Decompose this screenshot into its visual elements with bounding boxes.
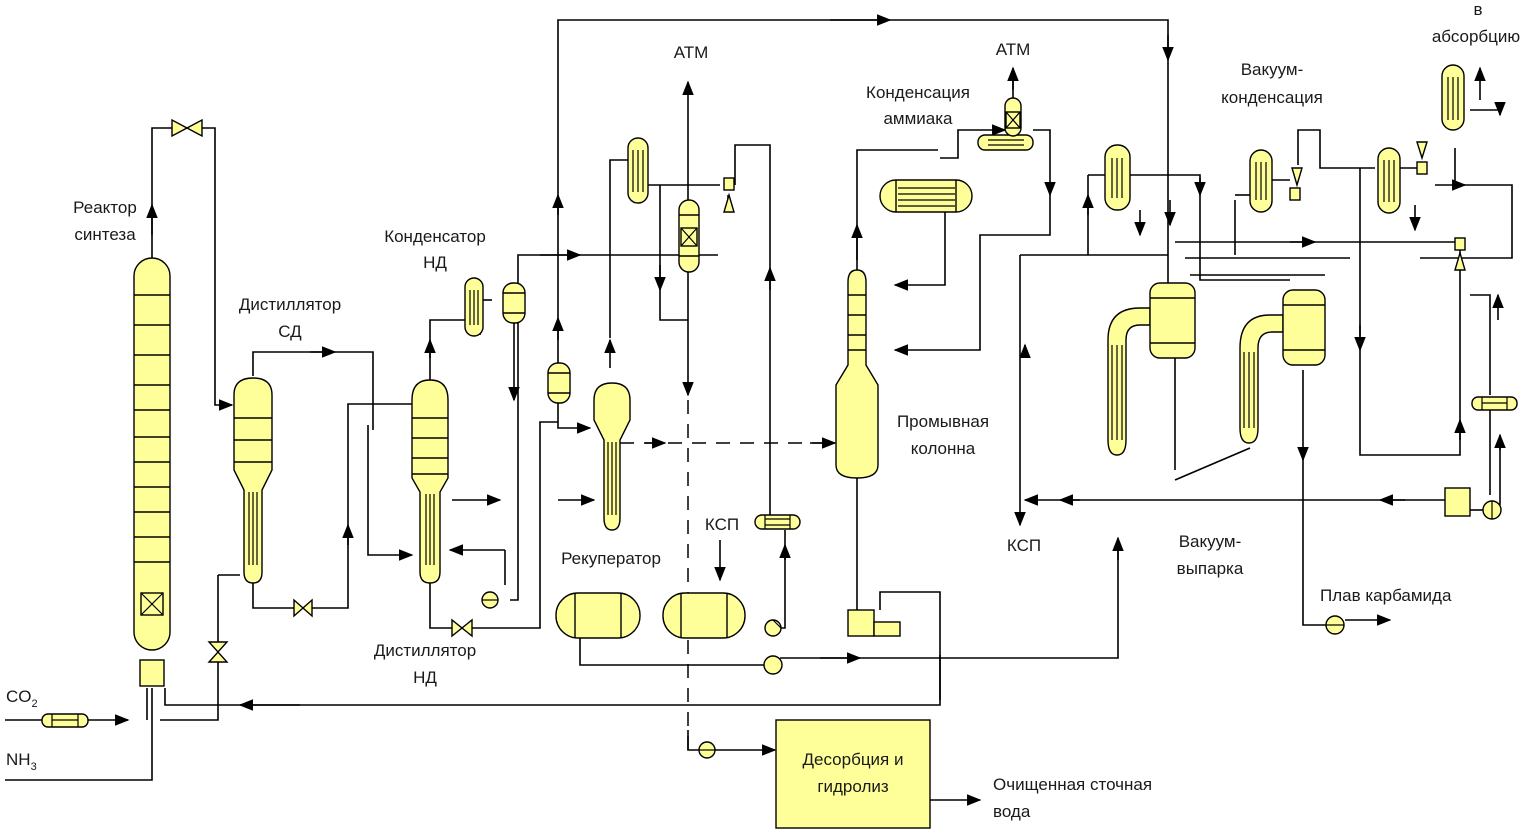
- vacuum-evaporator-2: [1239, 289, 1326, 444]
- wash-column: [835, 269, 901, 637]
- distiller-sd: [233, 377, 273, 584]
- distiller-nd: [411, 379, 449, 584]
- ejector: [1454, 237, 1466, 271]
- ksp-drum: [662, 592, 746, 639]
- desorption-hydrolysis-box: [775, 719, 931, 829]
- to-absorption-label-1: в: [1473, 0, 1482, 19]
- ammonia-condensation-label-2: аммиака: [883, 109, 953, 128]
- treated-water-label-2: вода: [993, 802, 1031, 821]
- heat-exchanger-small: [754, 514, 801, 530]
- valve: [207, 641, 229, 663]
- pump: [1482, 500, 1502, 520]
- condenser-atm: [627, 137, 735, 273]
- recuperator-drum: [555, 592, 641, 639]
- co2-label: CO2: [6, 687, 38, 710]
- pump: [481, 591, 499, 609]
- desorption-label-1: Десорбция и: [803, 750, 904, 769]
- reactor-label-2: синтеза: [74, 225, 136, 244]
- distiller-sd-label-1: Дистиллятор: [239, 295, 341, 314]
- valve: [451, 618, 473, 638]
- synthesis-reactor: [133, 257, 171, 687]
- vacuum-pump-box: [1444, 487, 1471, 517]
- vacuum-condensation-label-2: конденсация: [1221, 88, 1323, 107]
- heat-exchanger-right: [1471, 396, 1518, 411]
- process-lines: [5, 14, 1513, 806]
- wash-column-label-1: Промывная: [897, 412, 989, 431]
- vacuum-condenser-3: [1377, 141, 1428, 214]
- vacuum-condenser-2: [1249, 149, 1303, 213]
- labels: Реактор синтеза Дистиллятор СД Конденсат…: [6, 0, 1520, 821]
- condenser-nd: [464, 277, 526, 337]
- vacuum-evaporator-label-1: Вакуум-: [1179, 532, 1242, 551]
- wash-column-label-2: колонна: [911, 439, 976, 458]
- separator-drum: [547, 362, 571, 404]
- pump: [698, 741, 716, 759]
- pump: [764, 619, 782, 637]
- valve: [293, 598, 313, 618]
- treated-water-label-1: Очищенная сточная: [993, 775, 1152, 794]
- ammonia-condensation-label-1: Конденсация: [866, 83, 970, 102]
- vacuum-evaporator-1: [1107, 282, 1196, 456]
- condenser-nd-label-2: НД: [423, 253, 447, 272]
- distiller-nd-label-1: Дистиллятор: [374, 641, 476, 660]
- distiller-nd-label-2: НД: [413, 668, 437, 687]
- atm-left-label: АТМ: [674, 43, 709, 62]
- ksp-left-label: КСП: [705, 515, 739, 534]
- recuperator-label: Рекуператор: [561, 549, 661, 568]
- desorption-label-2: гидролиз: [817, 777, 889, 796]
- nh3-label: NH3: [6, 750, 37, 773]
- pump: [763, 655, 783, 675]
- distiller-sd-label-2: СД: [278, 322, 302, 341]
- vacuum-evaporator-label-2: выпарка: [1177, 559, 1244, 578]
- ammonia-condenser: [879, 97, 1034, 213]
- recuperator-column: [593, 382, 631, 531]
- co2-heater: [41, 713, 89, 728]
- urea-melt-label: Плав карбамида: [1320, 586, 1452, 605]
- valve: [171, 118, 203, 138]
- ksp-right-label: КСП: [1007, 536, 1041, 555]
- atm-right-label: АТМ: [996, 40, 1031, 59]
- vacuum-condenser-1: [1104, 144, 1131, 211]
- pump: [1325, 615, 1345, 635]
- reactor-label-1: Реактор: [73, 198, 137, 217]
- vacuum-condenser-4: [1441, 64, 1465, 131]
- vacuum-condensation-label-1: Вакуум-: [1241, 60, 1304, 79]
- condenser-nd-label-1: Конденсатор: [384, 227, 486, 246]
- to-absorption-label-2: абсорбцию: [1432, 27, 1521, 46]
